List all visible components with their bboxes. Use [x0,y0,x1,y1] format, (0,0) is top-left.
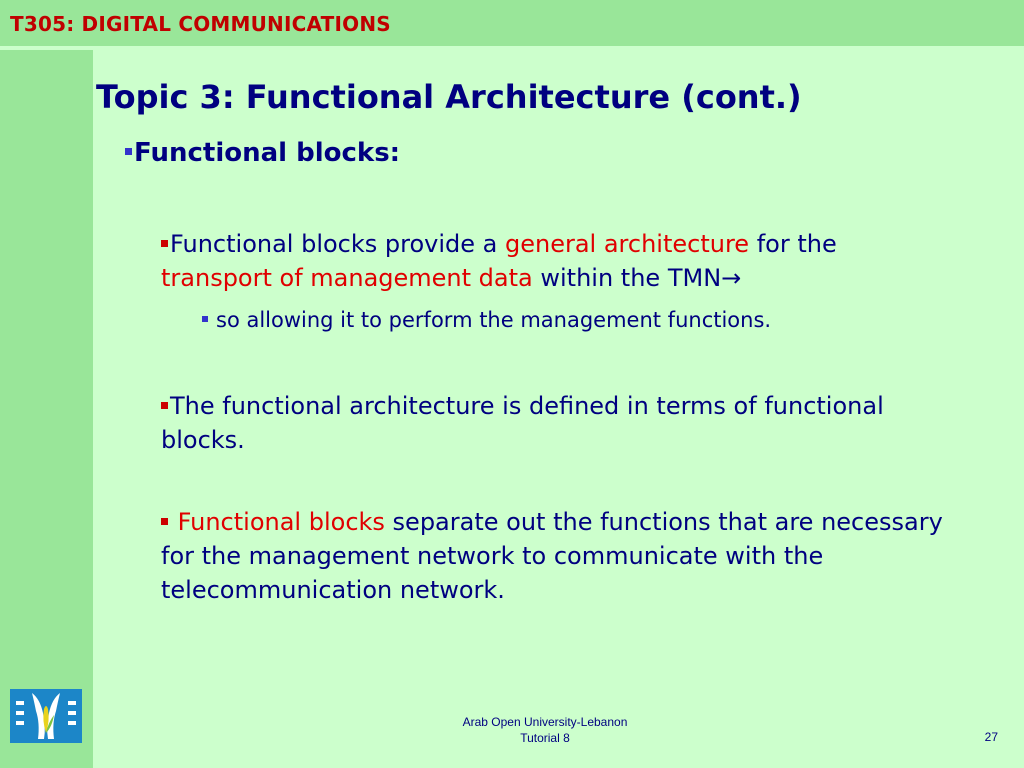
paragraph-functional-blocks-separate: Functional blocks separate out the funct… [161,505,951,607]
p1-text-c: for the [749,230,837,258]
p1-text-a: Functional blocks provide a [170,230,505,258]
header-bar: T305: DIGITAL COMMUNICATIONS [0,0,1024,47]
arab-open-university-logo-icon [10,689,82,743]
paragraph-functional-architecture: The functional architecture is defined i… [161,389,951,457]
sub-heading: Functional blocks: [125,138,400,168]
sub-heading-text: Functional blocks: [134,138,401,168]
course-title: T305: DIGITAL COMMUNICATIONS [10,12,391,36]
paragraph-functional-blocks-provide: Functional blocks provide a general arch… [161,227,951,295]
p2-text: The functional architecture is defined i… [161,392,884,454]
p3-text: separate out the functions that are nece… [161,508,943,604]
square-bullet-icon [125,148,132,155]
page-number: 27 [984,730,998,744]
sub-bullet: so allowing it to perform the management… [202,308,771,332]
p1-highlight-transport: transport of management data [161,264,533,292]
footer-tutorial: Tutorial 8 [520,731,570,745]
sub-bullet-text: so allowing it to perform the management… [216,308,772,332]
p1-highlight-general-architecture: general architecture [505,230,750,258]
slide-title: Topic 3: Functional Architecture (cont.) [96,78,802,116]
square-bullet-icon [161,401,168,409]
footer-university: Arab Open University-Lebanon [462,715,628,729]
side-bar [0,50,93,768]
right-arrow-icon: → [721,264,742,292]
p1-text-e: within the TMN [532,264,722,292]
footer-center: Arab Open University-Lebanon Tutorial 8 [410,714,680,746]
square-bullet-icon [161,517,168,525]
p3-highlight-functional-blocks: Functional blocks [177,508,385,536]
square-bullet-icon [202,316,208,322]
square-bullet-icon [161,239,168,247]
